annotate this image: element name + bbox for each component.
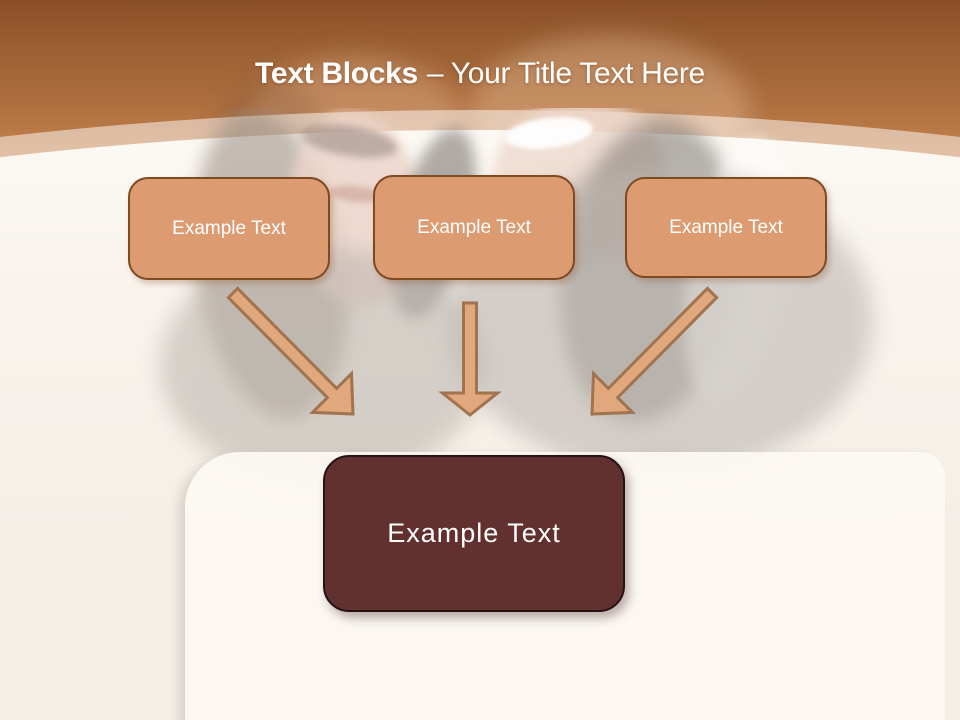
slide-title[interactable]: Text Blocks– Your Title Text Here bbox=[0, 52, 960, 96]
text-block-1-label: Example Text bbox=[172, 217, 286, 239]
slide-title-bold: Text Blocks bbox=[255, 57, 418, 90]
text-block-3[interactable]: Example Text bbox=[625, 177, 827, 278]
text-block-2-label: Example Text bbox=[417, 216, 531, 238]
result-text-block[interactable]: Example Text bbox=[323, 455, 625, 612]
slide-title-regular: – Your Title Text Here bbox=[426, 57, 705, 90]
text-block-2[interactable]: Example Text bbox=[373, 175, 575, 280]
text-block-1[interactable]: Example Text bbox=[128, 177, 330, 280]
result-text-block-label: Example Text bbox=[387, 518, 561, 548]
text-block-3-label: Example Text bbox=[669, 216, 783, 238]
